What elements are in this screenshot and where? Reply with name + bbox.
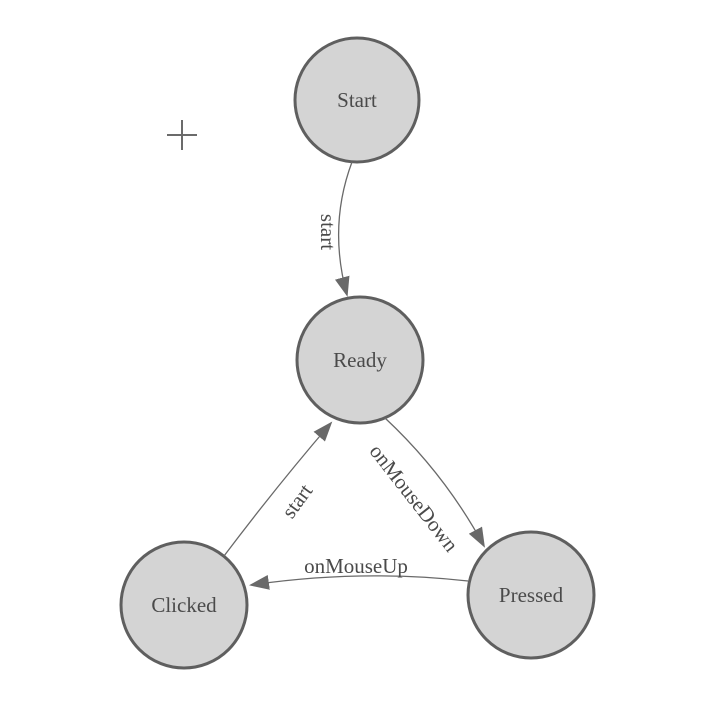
edge-pressed-clicked[interactable]: onMouseUp <box>249 554 469 590</box>
node-circle-clicked[interactable] <box>119 540 249 670</box>
edge-label-pressed-clicked: onMouseUp <box>304 554 408 578</box>
edge-ready-pressed[interactable]: onMouseDown <box>365 417 485 557</box>
node-circle-start[interactable] <box>293 36 421 164</box>
edge-line-clicked-ready[interactable] <box>223 421 333 557</box>
node-start[interactable]: Start <box>293 36 421 164</box>
crosshair-cursor-icon <box>167 120 197 150</box>
edge-clicked-ready[interactable]: start <box>223 421 333 557</box>
node-label-pressed: Pressed <box>499 583 564 607</box>
edge-line-start-ready[interactable] <box>334 161 353 297</box>
node-label-start: Start <box>337 88 377 112</box>
edge-line-pressed-clicked[interactable] <box>249 574 469 590</box>
edge-start-ready[interactable]: start <box>316 161 353 297</box>
edge-label-clicked-ready: start <box>277 479 318 522</box>
node-label-clicked: Clicked <box>151 593 217 617</box>
node-circle-ready[interactable] <box>295 295 425 425</box>
edge-label-ready-pressed: onMouseDown <box>365 440 464 557</box>
node-circle-pressed[interactable] <box>466 530 596 660</box>
node-ready[interactable]: Ready <box>295 295 425 425</box>
edge-line-ready-pressed[interactable] <box>384 417 485 548</box>
node-clicked[interactable]: Clicked <box>119 540 249 670</box>
node-pressed[interactable]: Pressed <box>466 530 596 660</box>
node-label-ready: Ready <box>333 348 387 372</box>
edge-label-start-ready: start <box>316 214 340 250</box>
